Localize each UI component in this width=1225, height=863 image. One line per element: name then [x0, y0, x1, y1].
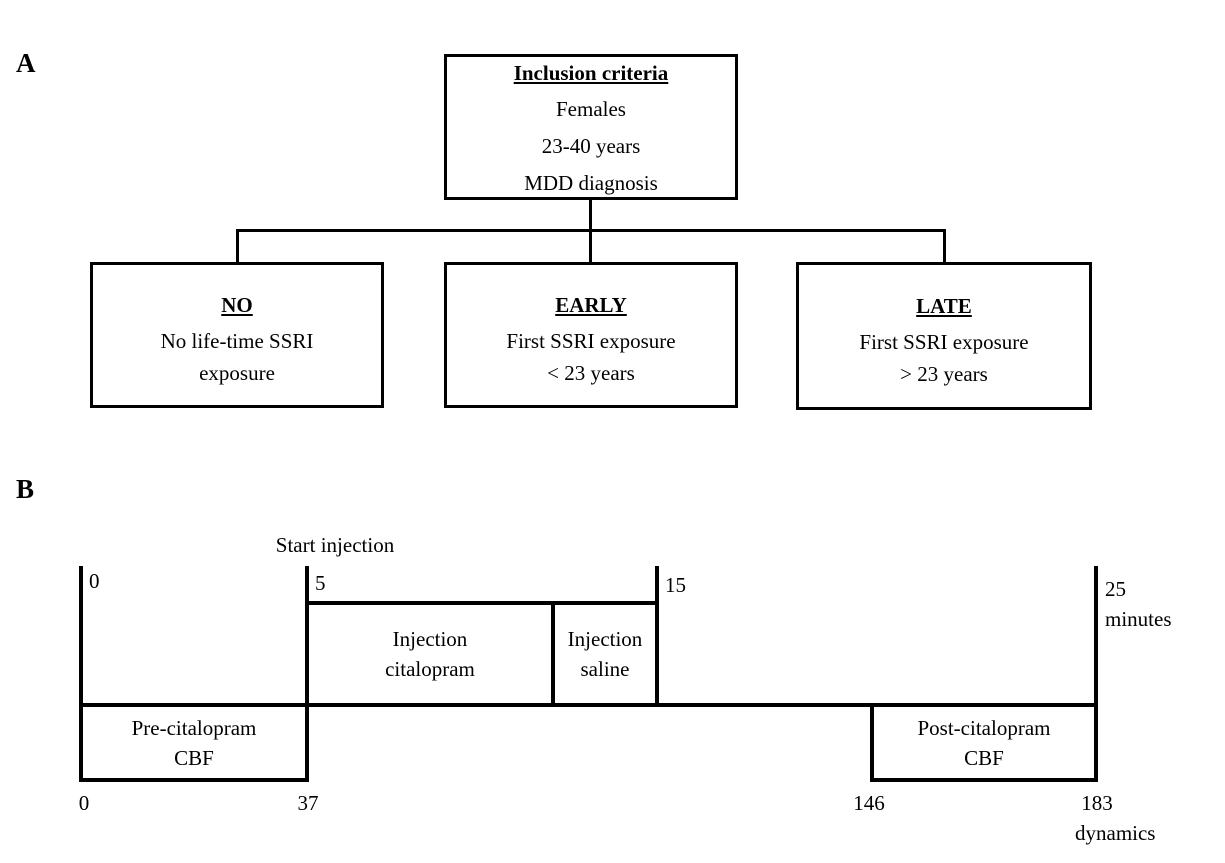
pre-cbf-line2: CBF [174, 745, 214, 770]
dynamics-label-0: 0 [78, 791, 90, 815]
inclusion-criteria-line-mdd: MDD diagnosis [524, 170, 658, 195]
pre-cbf-line1: Pre-citalopram [131, 715, 257, 740]
panel-b-label: B [16, 474, 35, 504]
branch-no-line2: exposure [199, 361, 275, 385]
branch-early-title: EARLY [555, 293, 627, 317]
branch-late-line2: > 23 years [900, 362, 988, 386]
branch-late-title: LATE [916, 294, 972, 318]
inclusion-criteria-title: Inclusion criteria [513, 60, 669, 85]
injection-saline-box: Injection saline [551, 601, 659, 707]
timeline-baseline [79, 703, 1098, 707]
injection-citalopram-box: Injection citalopram [305, 601, 555, 707]
branch-early-line1: First SSRI exposure [506, 329, 676, 353]
minute-label-0: 0 [89, 569, 100, 593]
minute-label-5: 5 [315, 571, 326, 595]
branch-box-early: EARLY First SSRI exposure < 23 years [444, 262, 738, 408]
dynamics-label-183: 183 [1081, 791, 1113, 815]
inclusion-criteria-line-age: 23-40 years [541, 133, 641, 158]
pre-citalopram-cbf-box: Pre-citalopram CBF [79, 703, 309, 782]
connector-drop-right [943, 229, 946, 262]
injection-saline-line1: Injection [567, 627, 643, 651]
connector-drop-left [236, 229, 239, 262]
injection-citalopram-line2: citalopram [385, 657, 475, 681]
panel-a-label: A [16, 48, 36, 78]
injection-saline-line2: saline [580, 657, 630, 681]
minutes-unit-label: minutes [1105, 607, 1172, 631]
minute-label-15: 15 [665, 573, 686, 597]
minute-tick-0 [79, 566, 83, 707]
post-cbf-line2: CBF [964, 745, 1004, 770]
branch-late-line1: First SSRI exposure [859, 330, 1029, 354]
connector-crossbar [236, 229, 946, 232]
post-cbf-line1: Post-citalopram [917, 715, 1051, 740]
branch-no-title: NO [221, 293, 253, 317]
branch-box-no: NO No life-time SSRI exposure [90, 262, 384, 408]
injection-citalopram-line1: Injection [392, 627, 468, 651]
branch-no-line1: No life-time SSRI [160, 329, 314, 353]
branch-box-late: LATE First SSRI exposure > 23 years [796, 262, 1092, 410]
minute-tick-25 [1094, 566, 1098, 707]
branch-early-line2: < 23 years [547, 361, 635, 385]
minute-label-25: 25 [1105, 577, 1126, 601]
dynamics-label-37: 37 [297, 791, 319, 815]
inclusion-criteria-box: Inclusion criteria Females 23-40 years M… [444, 54, 738, 200]
inclusion-criteria-line-females: Females [556, 96, 626, 121]
start-injection-label: Start injection [275, 533, 395, 557]
dynamics-label-146: 146 [853, 791, 885, 815]
dynamics-unit-label: dynamics [1075, 821, 1156, 845]
post-citalopram-cbf-box: Post-citalopram CBF [870, 703, 1098, 782]
